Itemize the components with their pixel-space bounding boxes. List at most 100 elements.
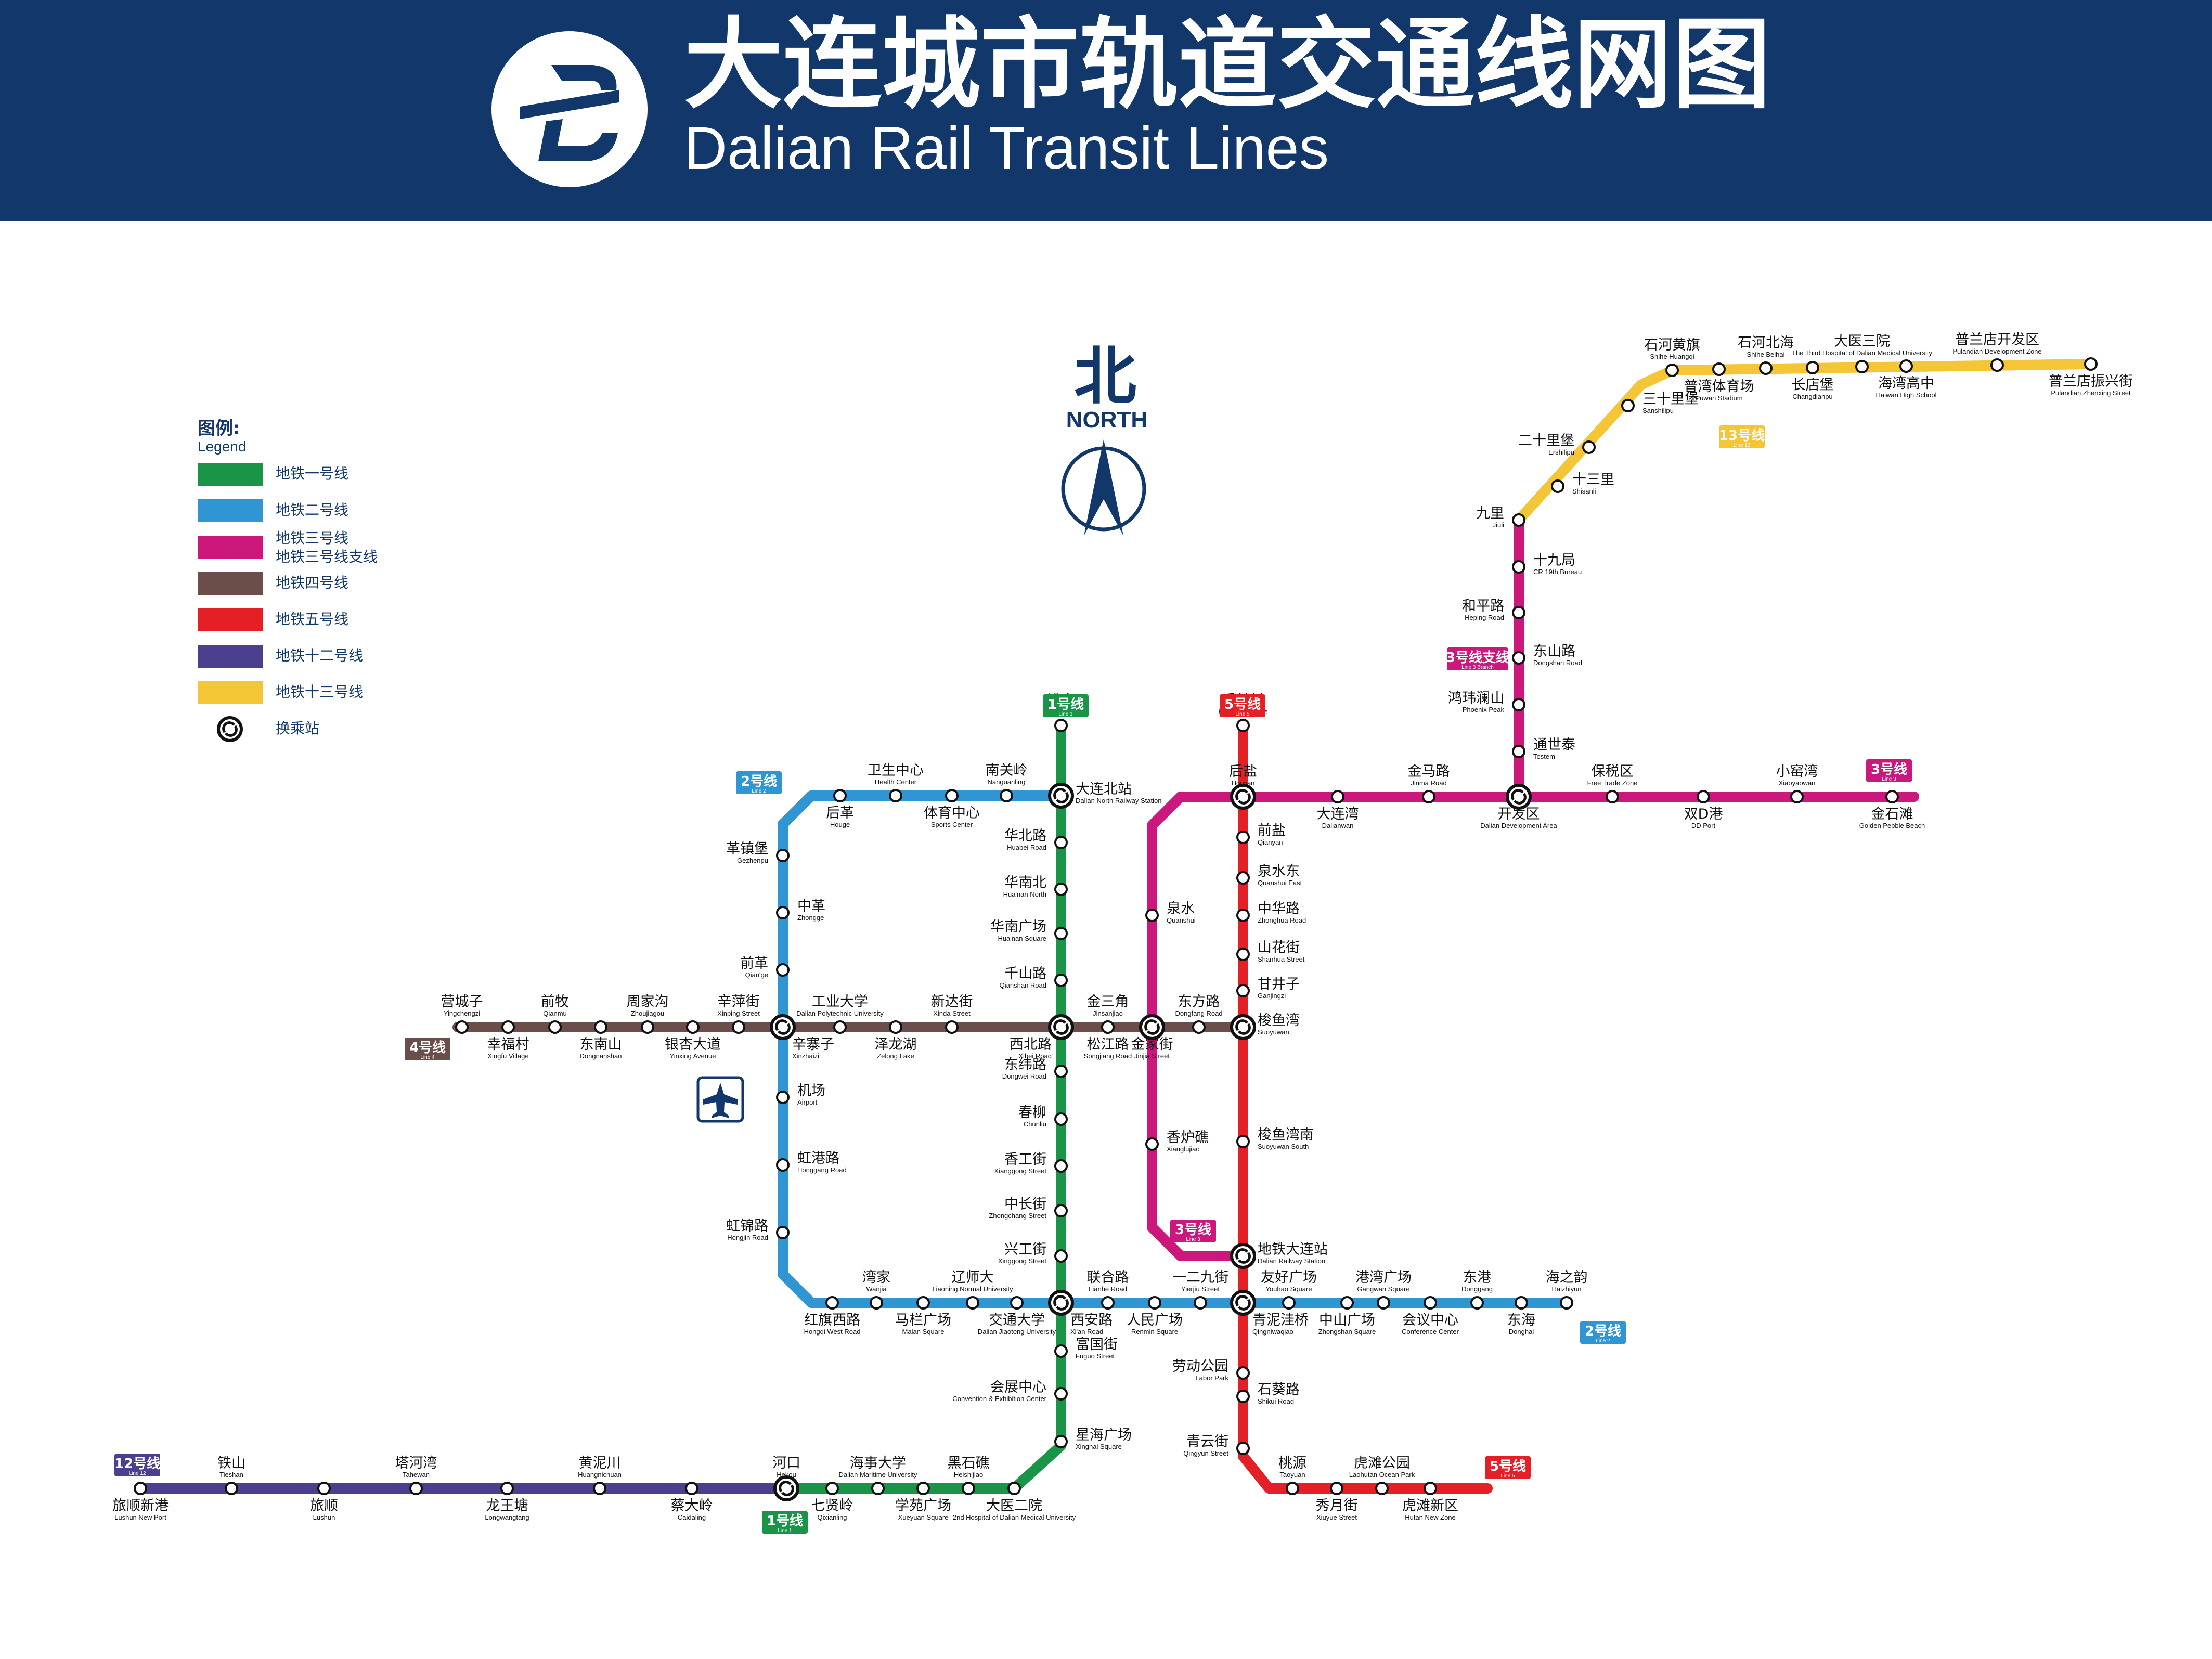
north-arrow-icon bbox=[1084, 439, 1123, 536]
station-name-zh: 前盐 bbox=[1258, 823, 1286, 839]
legend-item: 地铁五号线 bbox=[198, 608, 348, 631]
station-name-zh: 普湾体育场 bbox=[1684, 379, 1754, 395]
line-badge-label: 12号线 bbox=[114, 1456, 160, 1472]
station-marker bbox=[825, 1296, 839, 1310]
legend-swatch bbox=[198, 463, 263, 486]
station-name-zh: 会议中心 bbox=[1402, 1312, 1458, 1328]
station-marker bbox=[1236, 871, 1250, 885]
station-name-en: Jiuli bbox=[1493, 521, 1505, 529]
compass-label-zh: 北 bbox=[1074, 341, 1136, 413]
station-marker bbox=[1054, 1112, 1068, 1126]
line-badge-label: 13号线 bbox=[1719, 428, 1765, 444]
station-name-en: Jinsanjiao bbox=[1093, 1009, 1123, 1017]
station-name-zh: 辛萍街 bbox=[718, 994, 760, 1010]
station-marker bbox=[1236, 1366, 1250, 1380]
station-marker bbox=[889, 789, 902, 802]
station-marker bbox=[825, 1482, 839, 1495]
station-name-en: Zhongchang Street bbox=[989, 1212, 1046, 1220]
airport-icon bbox=[696, 1076, 744, 1123]
station-marker bbox=[1422, 790, 1435, 803]
station-name-zh: 中华路 bbox=[1258, 901, 1300, 917]
station-name-en: Longwangtang bbox=[485, 1513, 529, 1521]
legend-label: 地铁二号线 bbox=[276, 501, 348, 519]
station-name-en: CR 19th Bureau bbox=[1533, 568, 1582, 576]
station-name-en: Gezhenpu bbox=[737, 857, 768, 864]
legend-swatch bbox=[198, 608, 263, 631]
legend-swatch bbox=[198, 536, 263, 559]
station-marker bbox=[1054, 1204, 1068, 1217]
line-badge-label: 1号线 bbox=[767, 1513, 803, 1529]
transfer-icon bbox=[1230, 1290, 1256, 1316]
station-name-en: Qian'ge bbox=[745, 971, 768, 979]
station-name-zh: 南关岭 bbox=[986, 762, 1028, 779]
line-badge-label: 3号线 bbox=[1175, 1222, 1211, 1238]
station-name-en: Zhonghua Road bbox=[1258, 916, 1306, 924]
station-name-zh: 三十里堡 bbox=[1642, 391, 1699, 407]
station-name-zh: 开发区 bbox=[1498, 806, 1540, 822]
station-name-zh: 虎滩公园 bbox=[1354, 1455, 1410, 1471]
station-marker bbox=[1515, 1296, 1528, 1310]
station-marker bbox=[1054, 1065, 1068, 1078]
transfer-icon bbox=[1048, 1014, 1074, 1040]
station-name-en: Quanshui bbox=[1167, 916, 1196, 924]
station-name-zh: 梭鱼湾南 bbox=[1258, 1127, 1314, 1143]
station-name-zh: 十三里 bbox=[1572, 472, 1614, 488]
north-compass: 北 NORTH bbox=[1061, 341, 1147, 536]
legend-swatch bbox=[198, 645, 263, 668]
station-marker bbox=[225, 1482, 238, 1495]
station-name-en: Jinma Road bbox=[1411, 779, 1446, 787]
station-marker bbox=[833, 1020, 847, 1034]
station-name-zh: 华北路 bbox=[1004, 828, 1046, 844]
station-marker bbox=[1054, 1159, 1068, 1173]
station-name-zh: 金家街 bbox=[1131, 1036, 1173, 1053]
station-name-en: Donggang bbox=[1461, 1285, 1493, 1293]
station-marker bbox=[1330, 1482, 1343, 1495]
station-marker bbox=[1236, 1442, 1250, 1455]
transfer-icon bbox=[1230, 784, 1256, 810]
station-name-zh: 大医三院 bbox=[1834, 333, 1890, 349]
station-name-en: Quanshui East bbox=[1258, 879, 1302, 887]
station-name-en: Dongfang Road bbox=[1175, 1009, 1222, 1017]
station-name-en: Tieshan bbox=[219, 1471, 243, 1479]
station-name-zh: 金马路 bbox=[1408, 763, 1450, 780]
station-name-en: Suoyuwan South bbox=[1258, 1143, 1309, 1150]
station-name-zh: 双D港 bbox=[1684, 806, 1723, 822]
station-name-en: Heishijiao bbox=[954, 1471, 983, 1479]
station-marker bbox=[1282, 1296, 1296, 1310]
station-marker bbox=[1145, 909, 1159, 922]
legend-swatch bbox=[198, 499, 263, 522]
compass-label-en: NORTH bbox=[1066, 407, 1147, 433]
station-name-zh: 机场 bbox=[797, 1083, 825, 1099]
station-marker bbox=[1377, 1296, 1390, 1310]
station-name-en: Yingchengzi bbox=[444, 1009, 480, 1017]
station-name-en: Suoyuwan bbox=[1258, 1028, 1289, 1036]
station-name-en: Tostem bbox=[1533, 753, 1555, 760]
station-name-zh: 香炉礁 bbox=[1167, 1130, 1209, 1146]
station-marker bbox=[1759, 361, 1773, 375]
station-name-en: Ganjingzi bbox=[1258, 992, 1286, 1000]
station-marker bbox=[409, 1482, 423, 1495]
station-marker bbox=[1286, 1482, 1299, 1495]
station-name-zh: 幸福村 bbox=[487, 1036, 529, 1053]
station-name-en: Xiaoyaowan bbox=[1779, 779, 1816, 787]
station-name-zh: 鸿玮澜山 bbox=[1448, 690, 1504, 706]
station-name-zh: 中长街 bbox=[1004, 1196, 1046, 1212]
station-name-en: Qianyan bbox=[1258, 838, 1283, 846]
station-name-zh: 湾家 bbox=[862, 1269, 890, 1286]
station-marker bbox=[1899, 359, 1913, 373]
station-marker bbox=[1665, 364, 1679, 377]
station-name-zh: 黄泥川 bbox=[579, 1455, 621, 1471]
station-marker bbox=[1582, 440, 1596, 454]
transfer-icon bbox=[1506, 784, 1532, 810]
station-marker bbox=[916, 1296, 930, 1310]
station-name-en: Xinda Street bbox=[933, 1009, 971, 1017]
station-name-zh: 卫生中心 bbox=[868, 762, 924, 779]
station-name-en: Labor Park bbox=[1195, 1374, 1228, 1382]
legend-swatch bbox=[198, 681, 263, 704]
station-marker bbox=[1512, 513, 1525, 527]
station-name-en: Haiwan High School bbox=[1875, 391, 1936, 399]
station-marker bbox=[1512, 560, 1525, 574]
station-marker bbox=[1236, 909, 1250, 922]
